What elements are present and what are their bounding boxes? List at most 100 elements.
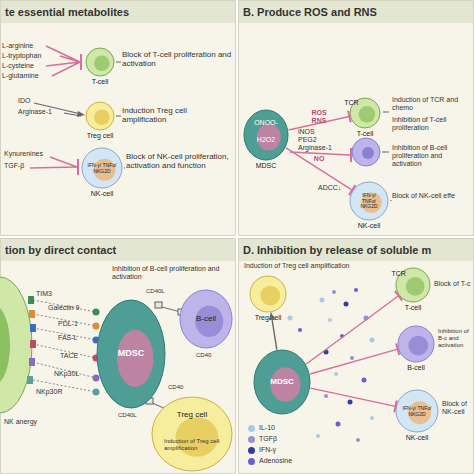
cell-outline	[85, 47, 115, 77]
nucleus	[406, 277, 425, 296]
cell-label: Treg cell	[63, 132, 137, 140]
cell-label: H2O2	[243, 136, 289, 144]
annotation-text: NKp30R	[36, 388, 76, 396]
annotation-text: L-glutamine	[2, 72, 62, 80]
nucleus	[408, 336, 428, 356]
cell-body	[396, 390, 438, 432]
cell-label: Treg cell	[151, 411, 233, 420]
legend-label: Adenosine	[259, 457, 292, 465]
inhibition-bar	[395, 291, 402, 301]
cell-label: MDSC	[255, 378, 308, 387]
legend-swatch	[248, 425, 255, 432]
panel-title: B. Produce ROS and RNS	[239, 1, 473, 23]
treg-cell: Treg cell	[249, 275, 287, 313]
legend-label: TGFβ	[259, 435, 277, 443]
annotation-text: Inhibition of T-cell proliferation	[392, 116, 472, 132]
cell-label: TCR	[391, 270, 405, 278]
cell-label: T-cell	[373, 304, 453, 312]
nk-cell: IFN-γ/ TNFα/ NKG2DNK-cell	[81, 147, 123, 189]
legend-swatch	[248, 436, 255, 443]
cell-label: NK-cell	[59, 190, 145, 198]
connector-label: NO	[304, 155, 334, 163]
annotation-text: Block of NK-cell proliferation, activati…	[126, 152, 232, 170]
annotation-text: Arginase-1	[18, 108, 68, 116]
cell-body	[152, 397, 232, 471]
cell-label: NK-cell	[327, 222, 411, 230]
cell-body	[244, 110, 288, 160]
annotation-text: Block of T-cell proliferation and activa…	[122, 50, 232, 68]
cell-body	[86, 48, 114, 76]
cell-outline	[397, 325, 435, 363]
annotation-text: CD40	[168, 384, 198, 391]
inhibition-bar	[394, 401, 397, 413]
annotation-text: CD40L	[146, 288, 176, 295]
cell-body	[97, 300, 165, 408]
connector	[310, 388, 396, 412]
b-cell: B-cell	[179, 289, 233, 349]
cell-label: MDSC	[221, 162, 311, 170]
cell-body	[254, 350, 310, 414]
cell-outline	[85, 101, 115, 131]
panel-title: D. Inhibition by release of soluble m	[239, 239, 473, 261]
annotation-text: ADCC↓	[318, 184, 348, 192]
connector	[286, 148, 355, 195]
nucleus	[359, 106, 376, 123]
annotation-text: TIM3	[36, 290, 66, 298]
annotation-text: TGF-β	[4, 162, 44, 170]
annotation-text: PDL-1	[58, 320, 94, 328]
annotation-text: Induction of Treg cell amplification	[244, 262, 354, 270]
cell-body	[250, 276, 286, 312]
legend-label: IFN-γ	[259, 446, 276, 454]
t-cell: TCRT-cell	[349, 97, 381, 129]
mdsc-cell: ONOO-H2O2MDSC	[243, 109, 289, 161]
connector-line	[271, 313, 277, 350]
connector	[306, 291, 402, 364]
annotation-text: Block of NK-cell	[442, 400, 474, 416]
cell-body	[180, 290, 232, 348]
inhibition-bar	[396, 343, 399, 355]
annotation-text: Inhibition of B-cell proliferation and a…	[392, 144, 472, 168]
inhibition-bar	[349, 185, 355, 195]
annotation-text: L-cysteine	[2, 62, 62, 70]
mdsc-cell: MDSC	[253, 349, 311, 415]
cell-body	[86, 102, 114, 130]
panel-title: te essential metabolites	[1, 1, 235, 23]
annotation-text: NK anergy	[4, 418, 64, 426]
cell-label: T-cell	[327, 130, 403, 138]
annotation-text: NKp30L	[54, 370, 94, 378]
annotation-text: iNOS	[298, 128, 328, 136]
nucleus	[94, 109, 110, 125]
t-cell: TCRT-cell	[395, 267, 431, 303]
cell-label: IFN-γ/ TNFα/ NKG2D	[87, 163, 117, 174]
b-cell: B-cell	[397, 325, 435, 363]
connector-line	[286, 148, 352, 190]
inhibition-bar	[348, 111, 351, 123]
annotation-text: L-tryptophan	[2, 52, 62, 60]
legend-swatch	[248, 447, 255, 454]
nucleus	[117, 330, 153, 387]
connector	[269, 313, 277, 350]
cell-label: MDSC	[99, 349, 163, 359]
annotation-text: PEG2	[298, 136, 328, 144]
annotation-text: Kynurenines	[4, 150, 64, 158]
annotation-text: Induction Treg cell amplification	[122, 106, 232, 124]
cell-outline	[151, 396, 233, 472]
legend-swatch	[248, 458, 255, 465]
annotation-text: TACE	[60, 352, 96, 360]
cell-label: TCR	[344, 99, 358, 107]
cell-outline	[249, 275, 287, 313]
nk-cell: IFN-γ/ TNFα/ NKG2DNK-cell	[349, 181, 389, 221]
legend-label: IL-10	[259, 424, 275, 432]
cell-label: IFN-γ/ TNFα/ NKG2D	[401, 406, 433, 417]
arrow-head	[269, 313, 276, 320]
annotation-text: Galectin 9	[48, 304, 94, 312]
treg-cell: Treg cell	[151, 396, 233, 472]
connector-line	[306, 296, 398, 364]
annotation-text: FAS-L	[58, 334, 94, 342]
cell-label: B-cell	[375, 364, 457, 372]
connector-line	[289, 116, 350, 130]
mdsc-cell: MDSC	[96, 299, 166, 409]
annotation-text: Arginase-1	[298, 144, 338, 152]
connector-line	[310, 349, 398, 374]
connector-line	[310, 388, 395, 406]
